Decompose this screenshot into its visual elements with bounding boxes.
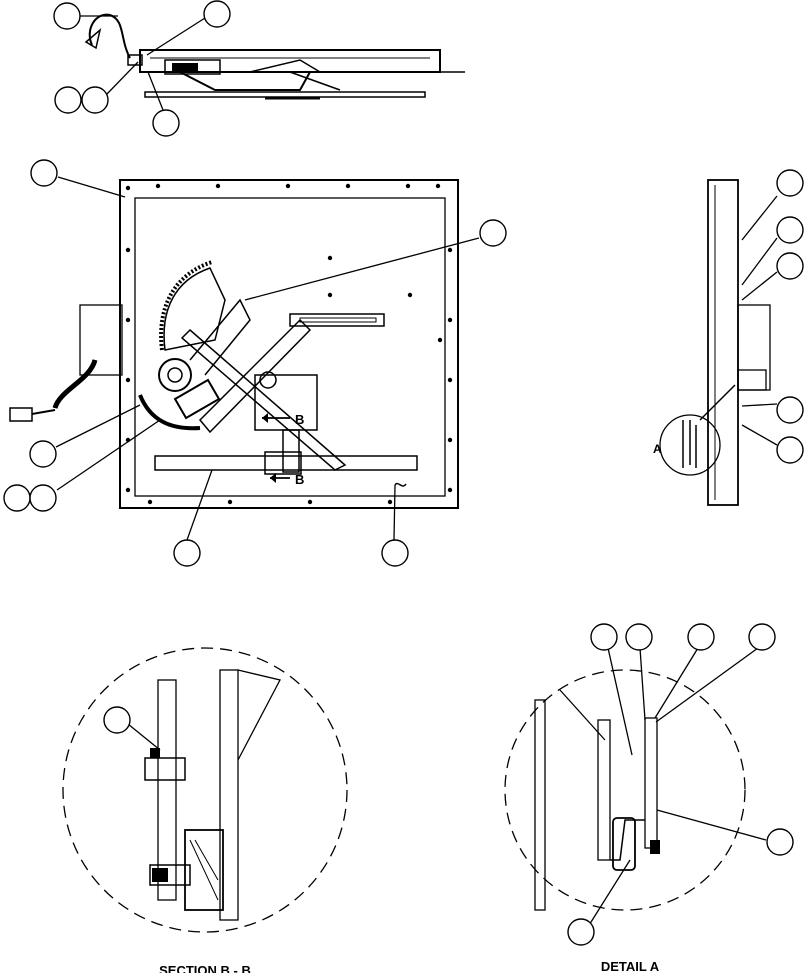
callout-balloon [590,623,618,651]
callout-balloon [776,436,804,464]
side-view: A [653,179,771,506]
callout-balloon [3,484,31,512]
callout-balloon [203,0,231,28]
callout-balloon [766,828,794,856]
callout-balloon [776,396,804,424]
callout-balloon [152,109,180,137]
detail-a-caption: DETAIL A [601,959,660,973]
callout-balloons [3,0,804,946]
callout-balloon [381,539,409,567]
callout-balloon [103,706,131,734]
callout-balloon [173,539,201,567]
callout-balloon [479,219,507,247]
callout-balloon [53,2,81,30]
callout-balloon [30,159,58,187]
section-marker-upper: B [295,412,304,427]
leader-lines [55,15,778,931]
callout-balloon [29,440,57,468]
detail-a-view: DETAIL A [504,669,746,973]
section-bb-view: SECTION B - B [62,647,348,973]
callout-balloon [776,216,804,244]
callout-balloon [625,623,653,651]
main-view: B B [9,179,459,509]
callout-balloon [54,86,82,114]
section-bb-caption: SECTION B - B [159,963,251,973]
section-marker-lower: B [295,472,304,487]
callout-balloon [687,623,715,651]
detail-marker-a: A [653,442,662,456]
callout-balloon [567,918,595,946]
callout-balloon [776,169,804,197]
callout-balloon [748,623,776,651]
top-view [84,13,465,100]
callout-balloon [81,86,109,114]
callout-balloon [776,252,804,280]
callout-balloon [29,484,57,512]
